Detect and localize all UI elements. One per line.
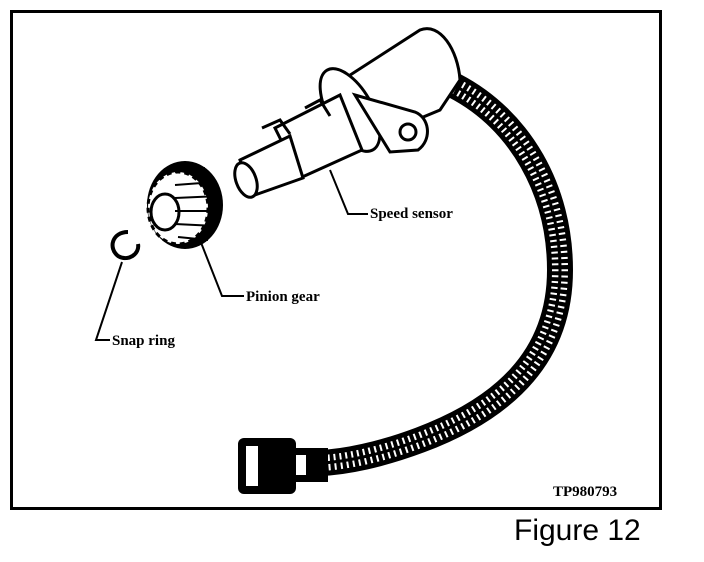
cable-harness <box>307 73 574 476</box>
connector <box>238 438 328 494</box>
label-speed-sensor: Speed sensor <box>370 206 453 222</box>
figure-caption: Figure 12 <box>514 514 641 547</box>
label-snap-ring: Snap ring <box>112 333 175 349</box>
snap-ring <box>110 230 141 261</box>
speed-sensor <box>233 27 462 199</box>
pinion-gear <box>146 161 223 249</box>
label-pinion-gear: Pinion gear <box>246 289 320 305</box>
leader-lines <box>94 169 368 341</box>
figure-code: TP980793 <box>553 484 618 500</box>
